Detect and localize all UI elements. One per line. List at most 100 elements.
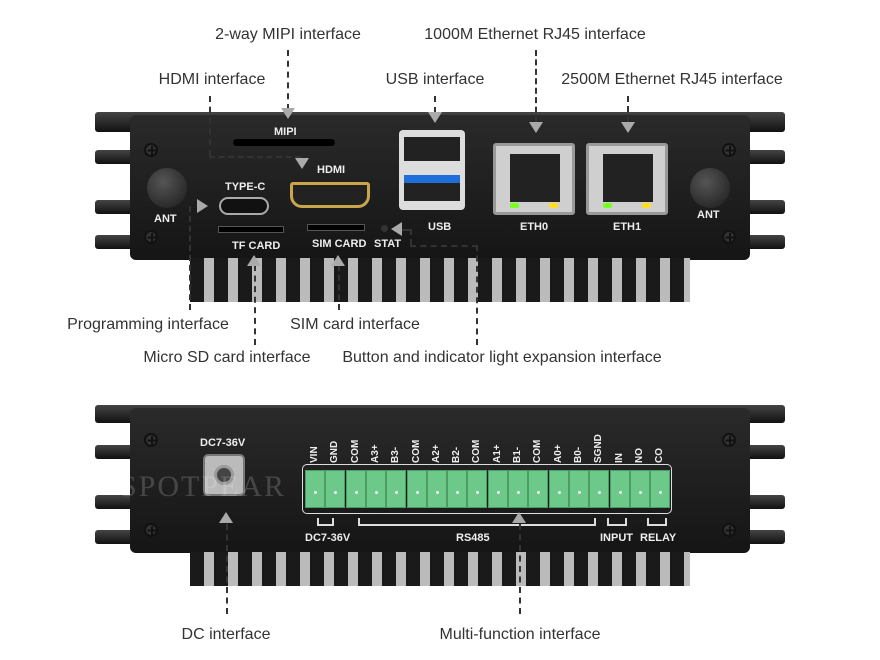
dc-label: DC7-36V: [200, 437, 246, 449]
callout-mipi: 2-way MIPI interface: [215, 26, 361, 43]
group-relay-label: RELAY: [640, 532, 677, 544]
eth0-label: ETH0: [520, 221, 549, 233]
arrow-icon: [512, 512, 526, 523]
terminal-label: B3-: [390, 446, 402, 463]
arrow-icon: [219, 512, 233, 523]
screw-icon: [722, 523, 736, 537]
sim-card-slot: [307, 224, 365, 231]
terminal-label: SGND: [593, 434, 605, 463]
usb-port: [399, 130, 465, 210]
terminal-pin: [426, 470, 447, 508]
eth1-port: [586, 143, 668, 215]
terminal-pin: [365, 470, 386, 508]
terminal-label: A3+: [369, 444, 381, 463]
terminal-pin: [528, 470, 549, 508]
callout-sim: SIM card interface: [290, 316, 420, 333]
terminal-pin: [345, 470, 366, 508]
antenna-port: [147, 168, 187, 208]
callout-button-led: Button and indicator light expansion int…: [342, 349, 662, 366]
dc-jack: [203, 454, 245, 496]
terminal-pin: [629, 470, 650, 508]
screw-icon: [144, 433, 158, 447]
eth1-label: ETH1: [613, 221, 642, 233]
mipi-slot: [233, 139, 335, 146]
terminal-pin: [650, 470, 671, 508]
terminal-label: A2+: [430, 444, 442, 463]
screw-icon: [144, 143, 158, 157]
terminal-label: COM: [471, 439, 483, 463]
screw-icon: [722, 433, 736, 447]
terminal-pin: [386, 470, 407, 508]
callout-eth2500: 2500M Ethernet RJ45 interface: [561, 71, 783, 88]
arrow-icon: [621, 122, 635, 133]
terminal-pin: [589, 470, 610, 508]
type-c-port: [219, 197, 269, 215]
tf-card-label: TF CARD: [232, 240, 281, 252]
bracket: [607, 518, 627, 526]
bracket: [647, 518, 667, 526]
terminal-label: COM: [410, 439, 422, 463]
bracket: [317, 518, 334, 526]
callout-usb: USB interface: [385, 71, 485, 88]
terminal-label: COM: [532, 439, 544, 463]
screw-icon: [722, 143, 736, 157]
stat-label: STAT: [374, 238, 402, 250]
watermark: SPOTPEAR: [120, 470, 287, 503]
antenna-port: [690, 168, 730, 208]
tf-card-slot: [218, 226, 284, 233]
callout-programming: Programming interface: [67, 316, 229, 333]
arrow-icon: [529, 122, 543, 133]
terminal-pin: [447, 470, 468, 508]
mipi-label: MIPI: [274, 126, 297, 138]
bottom-fins: [190, 552, 690, 586]
terminal-block-frame: [302, 464, 672, 514]
screw-icon: [722, 230, 736, 244]
terminal-label: B0-: [572, 446, 584, 463]
terminal-pin: [467, 470, 488, 508]
arrow-icon: [197, 199, 208, 213]
stat-led: [381, 225, 388, 232]
arrow-icon: [247, 255, 261, 266]
arrow-icon: [391, 222, 402, 236]
group-rs485-label: RS485: [456, 532, 490, 544]
terminal-label: B2-: [451, 446, 463, 463]
terminal-pin: [609, 470, 630, 508]
terminal-label: IN: [613, 453, 625, 463]
screw-icon: [144, 230, 158, 244]
arrow-icon: [295, 158, 309, 169]
terminal-label: A0+: [552, 444, 564, 463]
terminal-pin: [568, 470, 589, 508]
type-c-label: TYPE-C: [225, 181, 266, 193]
eth0-port: [493, 143, 575, 215]
callout-multifunction: Multi-function interface: [439, 626, 601, 643]
terminal-label: COM: [349, 439, 361, 463]
terminal-pin: [548, 470, 569, 508]
group-power-label: DC7-36V: [305, 532, 351, 544]
terminal-label: CO: [654, 448, 666, 463]
terminal-pin: [325, 470, 346, 508]
terminal-label: A1+: [491, 444, 503, 463]
terminal-pin: [406, 470, 427, 508]
bottom-fins: [190, 258, 690, 302]
callout-hdmi: HDMI interface: [158, 71, 266, 88]
hdmi-label: HDMI: [317, 164, 346, 176]
callout-microsd: Micro SD card interface: [143, 349, 311, 366]
callout-dc: DC interface: [181, 626, 271, 643]
usb-label: USB: [428, 221, 452, 233]
terminal-pin: [487, 470, 508, 508]
sim-card-label: SIM CARD: [312, 238, 367, 250]
group-input-label: INPUT: [600, 532, 633, 544]
ant-right-label: ANT: [697, 209, 720, 221]
screw-icon: [144, 523, 158, 537]
ant-left-label: ANT: [154, 213, 177, 225]
arrow-icon: [331, 255, 345, 266]
terminal-label: NO: [633, 448, 645, 463]
callout-eth1000: 1000M Ethernet RJ45 interface: [424, 26, 646, 43]
terminal-label: B1-: [512, 446, 523, 463]
terminal-pin: [508, 470, 528, 508]
bracket: [358, 518, 596, 526]
terminal-label: GND: [329, 440, 341, 463]
terminal-pin: [305, 470, 325, 508]
arrow-icon: [428, 112, 442, 123]
terminal-label: VIN: [309, 446, 320, 463]
